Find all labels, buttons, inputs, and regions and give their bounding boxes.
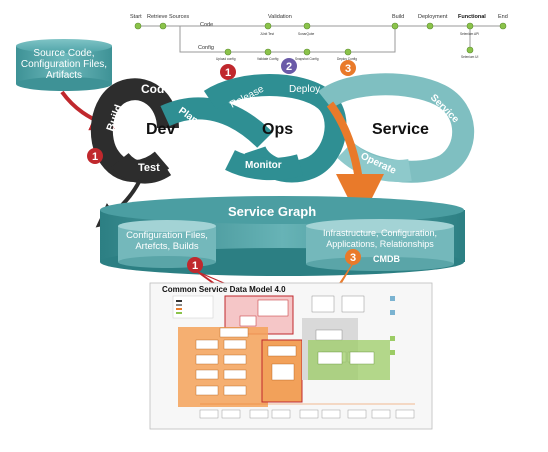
loop-code: Code	[141, 82, 171, 96]
stage-functional: Functional	[458, 14, 486, 20]
svg-text:1: 1	[225, 67, 231, 79]
loop-service: Service	[372, 121, 429, 138]
step-junit: JUnit Test	[260, 32, 274, 36]
svg-text:1: 1	[192, 260, 198, 272]
deploy-to-cmdb-arrow	[326, 101, 384, 222]
node-sonarqube	[303, 22, 311, 30]
loop-ops: Ops	[262, 121, 293, 138]
node-validate-config	[264, 48, 272, 56]
devops-loop: Code Build Test Plan Release Deploy Moni…	[90, 73, 475, 184]
loop-marker-1: 1	[87, 148, 103, 164]
svg-text:3: 3	[345, 63, 351, 75]
svg-text:1: 1	[92, 151, 98, 163]
step-deploy-config: Deploy Config	[337, 57, 357, 61]
node-junit	[264, 22, 272, 30]
source-cylinder: Source Code, Configuration Files, Artifa…	[16, 39, 112, 91]
step-validate-config: Validate Config	[257, 57, 279, 61]
step-sonarqube: SonarQube	[298, 32, 315, 36]
step-selenium-api: Selenium API	[460, 32, 479, 36]
stage-deployment: Deployment	[418, 14, 448, 20]
loop-deploy: Deploy	[289, 84, 320, 95]
graph-marker-1: 1	[187, 257, 203, 273]
loop-dev: Dev	[146, 121, 175, 138]
node-build	[391, 22, 399, 30]
node-end	[499, 22, 507, 30]
data-model: Common Service Data Model 4.0	[149, 282, 433, 430]
graph-marker-3: 3	[345, 249, 361, 265]
loop-monitor: Monitor	[245, 160, 282, 171]
row-label-code: Code	[200, 22, 213, 28]
pipeline-marker-3: 3	[340, 60, 356, 76]
cmdb-subtext: CMDB	[373, 254, 400, 264]
stage-retrieve: Retrieve Sources	[147, 14, 189, 20]
node-deployment	[426, 22, 434, 30]
node-selenium-api	[466, 22, 474, 30]
left-repo-label: Configuration Files, Artefcts, Builds	[126, 230, 208, 252]
stage-end: End	[498, 14, 508, 20]
cmdb-label: Infrastructure, Configuration, Applicati…	[322, 228, 438, 249]
stage-validation: Validation	[268, 14, 292, 20]
svg-text:3: 3	[350, 252, 356, 264]
pipeline-marker-1: 1	[220, 64, 236, 80]
loop-test: Test	[138, 162, 160, 174]
data-model-title: Common Service Data Model 4.0	[162, 285, 286, 294]
node-deploy-config	[344, 48, 352, 56]
service-graph: Service Graph Configuration Files, Artef…	[100, 196, 465, 276]
stage-build: Build	[392, 14, 404, 20]
step-selenium-ui: Selenium UI	[461, 55, 478, 59]
node-start	[134, 22, 142, 30]
pipeline-marker-2: 2	[281, 58, 297, 74]
pipeline: Start Retrieve Sources Validation Build …	[130, 14, 508, 80]
row-label-config: Config	[198, 45, 214, 51]
node-snapshot-config	[303, 48, 311, 56]
step-snapshot-config: Snapshot Config	[295, 57, 319, 61]
node-upload-config	[224, 48, 232, 56]
stage-start: Start	[130, 14, 142, 20]
step-upload-config: Upload config	[216, 57, 236, 61]
service-graph-title: Service Graph	[228, 204, 316, 219]
source-cylinder-label: Source Code, Configuration Files, Artifa…	[20, 48, 108, 81]
node-selenium-ui	[466, 46, 474, 54]
svg-text:2: 2	[286, 61, 292, 73]
node-retrieve	[159, 22, 167, 30]
